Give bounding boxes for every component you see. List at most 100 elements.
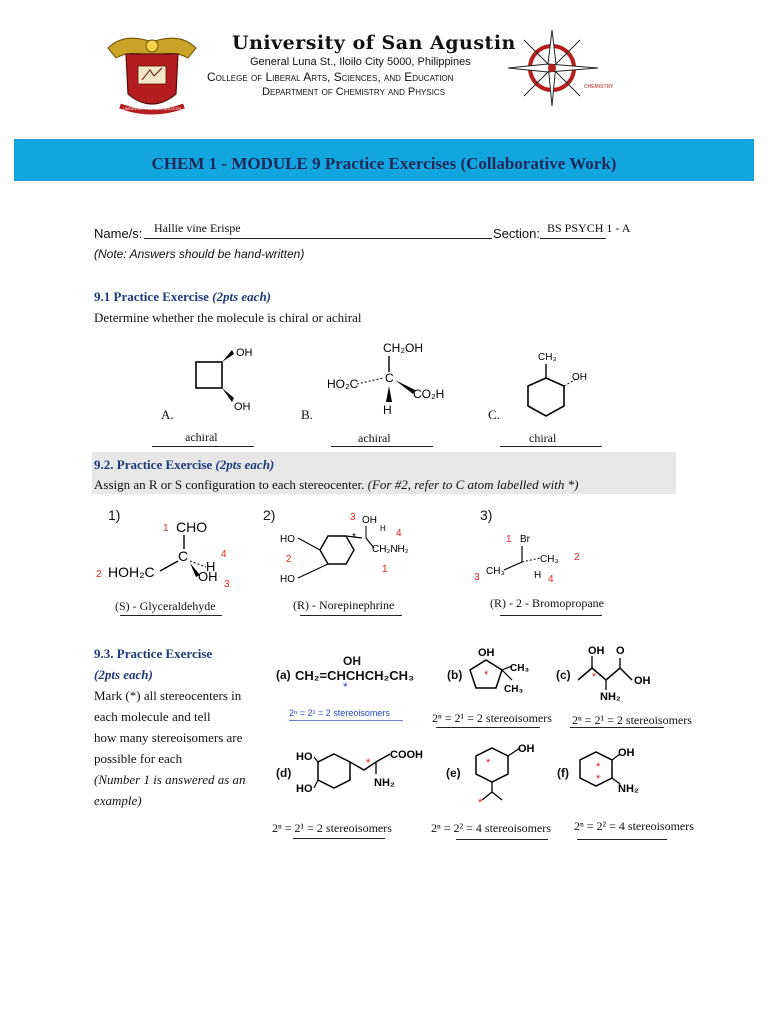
molecule-c-aminohydroxyacid: OH O OH * NH₂ [577, 645, 651, 703]
structure-atom-label: H [534, 570, 541, 581]
molecule-d-dopa: HO HO COOH * NH₂ [296, 749, 423, 795]
ex93-answer-e[interactable]: 2ⁿ = 2² = 4 stereoisomers [431, 821, 551, 835]
ex91-title: 9.1 Practice Exercise [94, 289, 209, 304]
structure-atom-label: OH [588, 645, 605, 657]
structure-atom-label: HO [280, 534, 295, 545]
structure-atom-label: * [484, 669, 489, 681]
ex93-letter-d: (d) [276, 766, 292, 780]
structure-atom-label: HO [296, 751, 313, 763]
ex91-letter-b: B. [301, 407, 313, 422]
ex92-heading: 9.2. Practice Exercise (2pts each) [94, 457, 274, 473]
structure-atom-label: 4 [221, 549, 227, 560]
structure-atom-label: * [592, 671, 597, 683]
structure-atom-label: CH₃ [540, 554, 559, 565]
ex92-points: (2pts each) [215, 457, 275, 472]
structure-atom-label: * [366, 757, 371, 769]
structure-atom-label: H [380, 524, 386, 533]
structure-atom-label: CHEMISTRY [584, 84, 614, 90]
ex91-heading: 9.1 Practice Exercise (2pts each) [94, 289, 271, 305]
department-name: Department of Chemistry and Physics [262, 86, 446, 98]
section-label: Section: [493, 226, 540, 241]
page-title: CHEM 1 - MODULE 9 Practice Exercises (Co… [151, 154, 617, 173]
ex92-answer-line-2 [300, 615, 402, 616]
ex91-answer-line-a [152, 446, 254, 447]
ex92-num-3: 3) [480, 507, 493, 523]
structure-atom-label: CH₂NH₂ [372, 544, 409, 555]
ex92-instruction-note: (For #2, refer to C atom labelled with *… [367, 477, 579, 492]
structure-atom-label: H [206, 559, 215, 574]
ex91-answer-b[interactable]: achiral [358, 431, 391, 445]
structure-atom-label: NH₂ [618, 783, 639, 795]
ex92-answer-line-3 [500, 615, 602, 616]
molecule-bromopropane: 1 Br CH₃ 2 CH₃ 3 H 4 [474, 534, 580, 585]
structure-atom-label: OH [198, 569, 218, 584]
structure-atom-label: * [478, 797, 483, 809]
structure-atom-label: OH [236, 347, 253, 359]
ex92-answer-3[interactable]: (R) - 2 - Bromopropane [490, 596, 604, 610]
ex93-stereocenter-mark-a: * [343, 680, 348, 694]
title-banner [14, 139, 754, 181]
structure-atom-label: NH₂ [600, 691, 621, 703]
section-underline [540, 238, 606, 239]
structure-atom-label: 4 [548, 574, 554, 585]
section-field[interactable]: BS PSYCH 1 - A [547, 221, 631, 235]
ex93-instruction-1: Mark (*) all stereocenters in [94, 688, 242, 703]
chemistry-logo: CHEMISTRY [507, 29, 614, 107]
structure-atom-label: Br [520, 534, 531, 545]
ex93-instruction-4: possible for each [94, 751, 183, 766]
ex93-points: (2pts each) [94, 667, 153, 682]
molecule-glyceraldehyde: 1 CHO C 4 H OH 3 2 HOH₂C [96, 519, 230, 590]
structure-atom-label: CH₃ [538, 352, 557, 363]
ex93-answer-b[interactable]: 2ⁿ = 2¹ = 2 stereoisomers [432, 711, 552, 725]
structure-atom-label: C [385, 371, 394, 385]
ex92-title: 9.2. Practice Exercise [94, 457, 213, 472]
ex93-note-2: example) [94, 793, 142, 808]
structure-atom-label: OH [618, 747, 635, 759]
structure-atom-label: NH₂ [374, 777, 395, 789]
molecule-f-aminocyclohexanol: OH NH₂ * * [579, 747, 639, 795]
ex91-answer-a[interactable]: achiral [185, 430, 218, 444]
ex93-answer-c[interactable]: 2ⁿ = 2¹ = 2 stereoisomers [572, 713, 692, 727]
structure-atom-label: * [596, 761, 601, 773]
ex92-instruction-text: Assign an R or S configuration to each s… [94, 477, 365, 492]
structure-atom-label: OH [572, 372, 587, 383]
ex93-letter-f: (f) [557, 766, 569, 780]
name-label: Name/s: [94, 226, 143, 241]
ex91-answer-line-c [500, 446, 602, 447]
molecule-b-hydroxymalonate: CH₂OH C HO₂C CO₂H H [327, 341, 444, 417]
structure-atom-label: 3 [224, 579, 230, 590]
ex92-answer-1[interactable]: (S) - Glyceraldehyde [115, 599, 216, 613]
structure-atom-label: H [383, 403, 392, 417]
name-underline [144, 238, 492, 239]
structure-atom-label: OH [362, 515, 377, 526]
molecule-a-cyclobutanediol: OH OH [195, 347, 253, 413]
structure-atom-label: HO [296, 783, 313, 795]
molecule-norepinephrine: 3 OH H 4 * CH₂NH₂ 1 HO HO 2 [280, 512, 409, 585]
ex93-instruction-3: how many stereoisomers are [94, 730, 243, 745]
structure-atom-label: 3 [350, 512, 356, 523]
structure-atom-label: CH₃ [510, 663, 529, 674]
name-field[interactable]: Hallie vine Erispe [154, 221, 241, 235]
university-name: University of San Agustin [232, 32, 516, 54]
ex93-example-underline [289, 720, 403, 721]
ex93-answer-d[interactable]: 2ⁿ = 2¹ = 2 stereoisomers [272, 821, 392, 835]
structure-atom-label: 2 [96, 569, 102, 580]
structure-atom-label: UNIVERSITY OF SAN AGUSTIN [123, 106, 182, 111]
ex93-answer-line-f [577, 839, 667, 840]
ex93-note-1: (Number 1 is answered as an [94, 772, 246, 787]
ex92-answer-2[interactable]: (R) - Norepinephrine [293, 598, 395, 612]
structure-atom-label: C [178, 548, 188, 564]
note-handwritten: (Note: Answers should be hand-written) [94, 247, 305, 261]
ex93-answer-line-c [570, 727, 664, 728]
ex93-formula-a: CH₂=CHCHCH₂CH₃ [295, 668, 415, 683]
structure-atom-label: 3 [474, 572, 480, 583]
ex93-letter-a: (a) [276, 668, 291, 682]
ex91-answer-c[interactable]: chiral [529, 431, 557, 445]
structure-atom-label: 2 [574, 552, 580, 563]
molecule-b-dimethylcyclopentanol: OH * CH₃ CH₃ [469, 647, 529, 695]
structure-atom-label: HO [280, 574, 295, 585]
structure-atom-label: HOH₂C [108, 564, 155, 580]
structure-atom-label: OH [478, 647, 495, 659]
ex93-answer-f[interactable]: 2ⁿ = 2² = 4 stereoisomers [574, 819, 694, 833]
ex93-letter-c: (c) [556, 668, 571, 682]
